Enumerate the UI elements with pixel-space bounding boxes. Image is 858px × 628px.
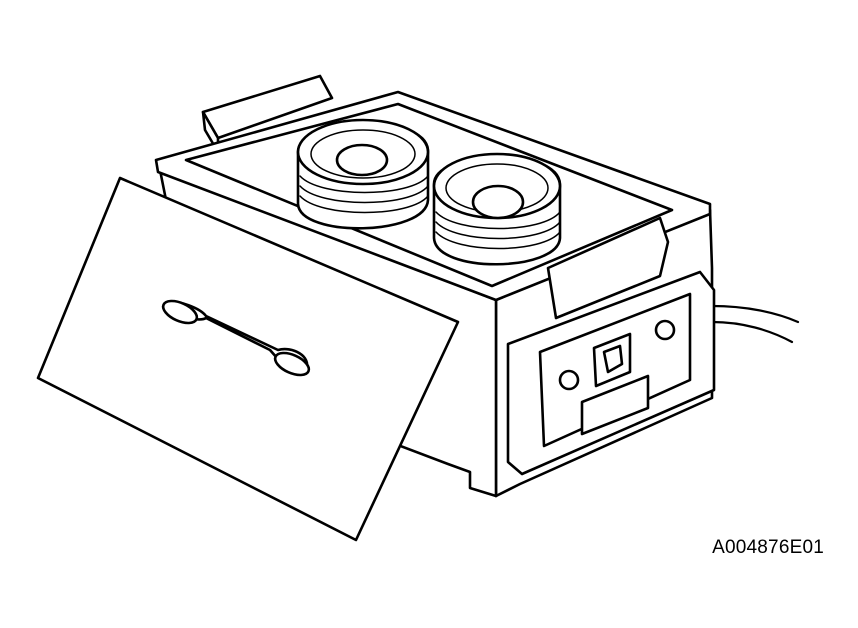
power-cable [710,304,800,344]
rear-handle-left [201,74,334,154]
control-panel [506,270,716,476]
indicator-lamp [558,369,580,391]
lid-handle [161,299,311,377]
toggle-switch [592,332,632,388]
front-handle [546,216,670,320]
tank-lid [36,176,460,542]
piston [296,118,430,230]
indicator-lamp [654,319,676,341]
label-plate [580,374,650,436]
figure-id: A004876E01 [712,537,824,558]
piston [432,152,562,266]
